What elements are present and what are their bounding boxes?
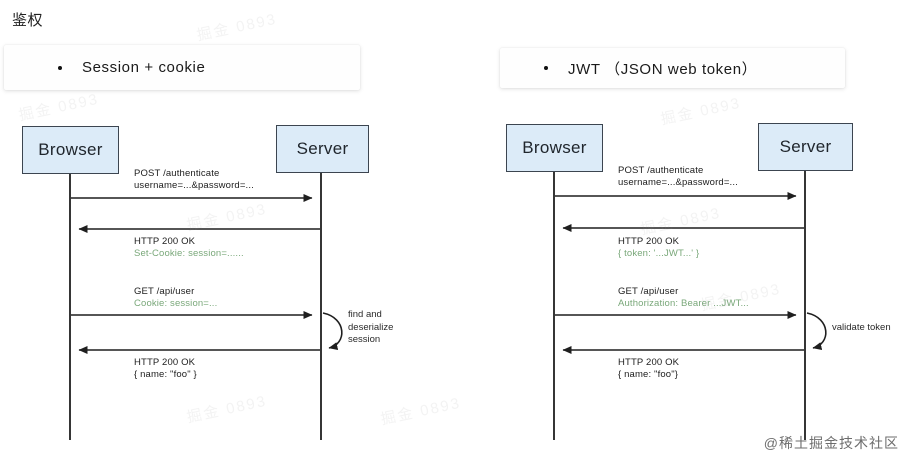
message-main: GET /api/user	[618, 286, 679, 297]
self-loop-arc-left	[322, 312, 343, 351]
message-main: HTTP 200 OK	[618, 357, 680, 368]
message-sub: Cookie: session=...	[134, 298, 218, 309]
message-main: POST /authenticate	[134, 168, 220, 179]
card-jwt: JWT （JSON web token）	[500, 48, 845, 88]
message-sub: Authorization: Bearer ...JWT...	[618, 298, 749, 309]
actor-browser-right: Browser	[506, 124, 603, 172]
actor-browser-left: Browser	[22, 126, 119, 174]
message-sub: { name: "foo" }	[134, 369, 197, 380]
message-sub: { name: "foo"}	[618, 369, 679, 380]
page-title: 鉴权	[12, 12, 44, 29]
card-session-cookie: Session + cookie	[4, 45, 360, 90]
site-watermark: @稀土掘金技术社区	[763, 435, 899, 451]
self-note-line: deserialize	[348, 321, 394, 333]
self-note-line: validate token	[832, 322, 891, 333]
message-sub: username=...&password=...	[618, 177, 738, 188]
bullet-row: Session + cookie	[58, 59, 205, 76]
message-main: POST /authenticate	[618, 165, 704, 176]
self-note-line: find and	[348, 309, 382, 320]
actor-server-right: Server	[758, 123, 853, 171]
self-note-line: session	[348, 334, 381, 345]
card-session-cookie-label: Session + cookie	[82, 59, 206, 76]
bullet-dot-icon	[544, 66, 548, 70]
self-note-left: find and deserialize session	[348, 309, 393, 347]
message-sub: Set-Cookie: session=......	[134, 248, 244, 259]
actor-server-left: Server	[276, 125, 369, 173]
self-note-right: validate token	[832, 322, 891, 335]
message-label-3-right: GET /api/user Authorization: Bearer ...J…	[618, 286, 749, 310]
message-sub: { token: '...JWT...' }	[618, 248, 700, 259]
self-loop-arc-right	[806, 312, 827, 351]
message-label-1-right: POST /authenticate username=...&password…	[618, 165, 738, 189]
message-label-4-right: HTTP 200 OK { name: "foo"}	[618, 357, 679, 381]
bullet-row: JWT （JSON web token）	[544, 58, 757, 79]
message-label-4-left: HTTP 200 OK { name: "foo" }	[134, 357, 197, 381]
message-label-2-right: HTTP 200 OK { token: '...JWT...' }	[618, 236, 699, 260]
card-jwt-label: JWT （JSON web token）	[568, 60, 758, 78]
message-main: HTTP 200 OK	[134, 357, 196, 368]
message-label-2-left: HTTP 200 OK Set-Cookie: session=......	[134, 236, 244, 260]
bullet-dot-icon	[58, 65, 62, 70]
message-main: GET /api/user	[134, 286, 195, 297]
message-main: HTTP 200 OK	[618, 236, 680, 247]
message-label-1-left: POST /authenticate username=...&password…	[134, 168, 254, 192]
message-sub: username=...&password=...	[134, 180, 254, 191]
message-label-3-left: GET /api/user Cookie: session=...	[134, 286, 217, 310]
message-main: HTTP 200 OK	[134, 236, 196, 247]
